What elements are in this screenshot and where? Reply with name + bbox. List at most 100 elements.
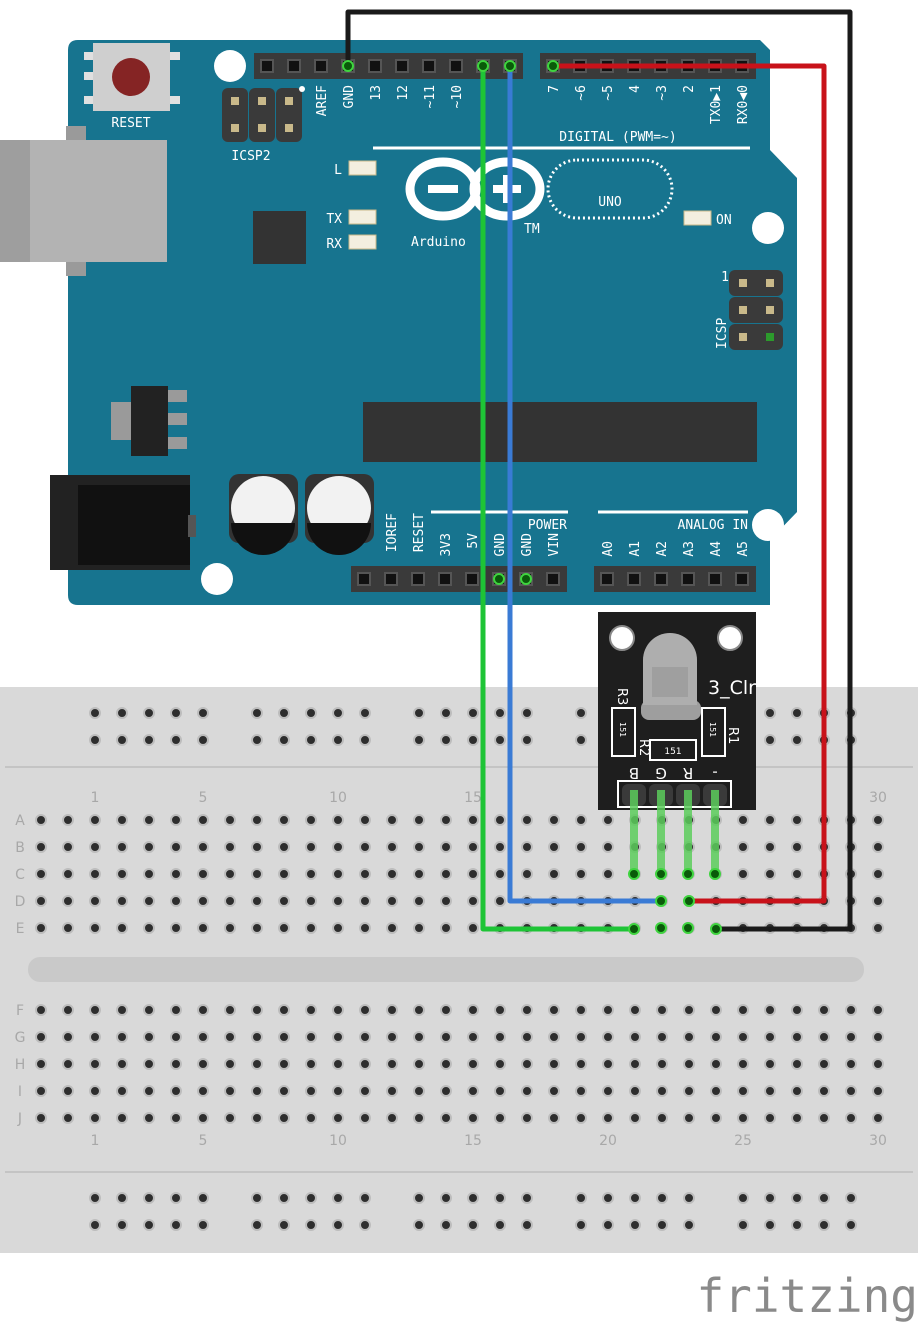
breadboard-hole[interactable] [872,814,884,826]
rail-hole[interactable] [305,734,317,746]
rail-hole[interactable] [197,734,209,746]
rail-hole[interactable] [521,707,533,719]
rail-hole[interactable] [629,1219,641,1231]
breadboard-hole[interactable] [359,922,371,934]
rail-hole[interactable] [629,1192,641,1204]
breadboard-hole[interactable] [332,895,344,907]
breadboard-hole[interactable] [440,1058,452,1070]
breadboard-hole[interactable] [251,1112,263,1124]
breadboard-hole[interactable] [683,1031,695,1043]
breadboard-hole[interactable] [116,1058,128,1070]
breadboard-hole[interactable] [386,814,398,826]
breadboard-hole[interactable] [521,1085,533,1097]
breadboard-hole[interactable] [116,1031,128,1043]
header-pin[interactable] [422,59,436,73]
rail-hole[interactable] [278,1192,290,1204]
breadboard-hole[interactable] [872,1112,884,1124]
breadboard-hole[interactable] [278,922,290,934]
breadboard-hole[interactable] [197,1058,209,1070]
rail-hole[interactable] [575,1192,587,1204]
rail-hole[interactable] [818,1219,830,1231]
rail-hole[interactable] [494,1219,506,1231]
wire-blue[interactable] [507,66,661,904]
breadboard-hole[interactable] [170,1031,182,1043]
breadboard-hole[interactable] [413,1085,425,1097]
breadboard-hole[interactable] [602,814,614,826]
breadboard-hole[interactable] [305,868,317,880]
breadboard-hole[interactable] [278,1004,290,1016]
breadboard-hole[interactable] [332,1031,344,1043]
breadboard-hole[interactable] [818,1085,830,1097]
breadboard-hole[interactable] [629,1085,641,1097]
breadboard-hole[interactable] [170,841,182,853]
breadboard-hole[interactable] [386,1112,398,1124]
breadboard-hole[interactable] [413,1112,425,1124]
breadboard-hole[interactable] [575,1058,587,1070]
breadboard-hole[interactable] [440,1004,452,1016]
breadboard-hole[interactable] [224,895,236,907]
rail-hole[interactable] [737,1192,749,1204]
breadboard-hole[interactable] [494,1112,506,1124]
breadboard-hole[interactable] [629,1112,641,1124]
breadboard-hole[interactable] [548,1004,560,1016]
breadboard-hole[interactable] [440,1031,452,1043]
breadboard-hole[interactable] [710,1004,722,1016]
breadboard-hole[interactable] [656,1085,668,1097]
rail-hole[interactable] [575,707,587,719]
rail-hole[interactable] [170,1219,182,1231]
breadboard-hole[interactable] [170,1058,182,1070]
breadboard-hole[interactable] [413,1004,425,1016]
breadboard-hole[interactable] [737,814,749,826]
wire-red-pin7[interactable] [553,63,827,904]
breadboard-hole[interactable] [548,868,560,880]
breadboard-hole[interactable] [602,841,614,853]
rail-hole[interactable] [89,734,101,746]
rail-hole[interactable] [764,1219,776,1231]
breadboard-hole[interactable] [305,895,317,907]
breadboard-hole[interactable] [305,841,317,853]
breadboard-hole[interactable] [332,841,344,853]
breadboard-hole[interactable] [737,1112,749,1124]
breadboard-hole[interactable] [386,841,398,853]
rail-hole[interactable] [89,707,101,719]
breadboard-hole[interactable] [872,1004,884,1016]
breadboard-hole[interactable] [278,1058,290,1070]
header-pin[interactable] [708,572,722,586]
rail-hole[interactable] [737,1219,749,1231]
breadboard-hole[interactable] [89,814,101,826]
rail-hole[interactable] [413,1192,425,1204]
breadboard-hole[interactable] [521,1031,533,1043]
breadboard-hole[interactable] [35,1112,47,1124]
breadboard-hole[interactable] [224,841,236,853]
breadboard-hole[interactable] [548,1085,560,1097]
breadboard-hole[interactable] [305,1004,317,1016]
breadboard-hole[interactable] [602,1031,614,1043]
header-pin[interactable] [449,59,463,73]
breadboard-hole[interactable] [143,922,155,934]
breadboard-hole[interactable] [791,1004,803,1016]
rail-hole[interactable] [467,1219,479,1231]
breadboard-hole[interactable] [467,1112,479,1124]
breadboard-hole[interactable] [278,1031,290,1043]
rail-hole[interactable] [791,707,803,719]
breadboard-hole[interactable] [89,1112,101,1124]
breadboard-hole[interactable] [494,895,506,907]
breadboard-hole[interactable] [467,1031,479,1043]
breadboard-hole[interactable] [791,1112,803,1124]
header-pin[interactable] [314,59,328,73]
breadboard-hole[interactable] [359,895,371,907]
rail-hole[interactable] [764,734,776,746]
breadboard-hole[interactable] [278,1112,290,1124]
rail-hole[interactable] [575,1219,587,1231]
breadboard-hole[interactable] [494,841,506,853]
rail-hole[interactable] [143,734,155,746]
breadboard-hole[interactable] [440,1085,452,1097]
breadboard-hole[interactable] [467,868,479,880]
breadboard-hole[interactable] [683,1058,695,1070]
breadboard-hole[interactable] [89,1031,101,1043]
breadboard-hole[interactable] [62,922,74,934]
header-pin[interactable] [357,572,371,586]
breadboard-hole[interactable] [521,841,533,853]
breadboard-hole[interactable] [440,895,452,907]
breadboard-hole[interactable] [332,868,344,880]
